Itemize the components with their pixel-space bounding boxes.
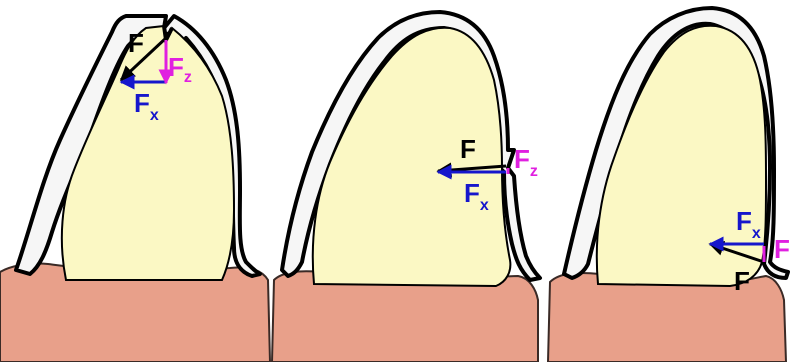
tooth-crown: [597, 26, 766, 286]
label-Fz: Fz: [514, 144, 538, 180]
label-Fz: F: [774, 234, 790, 264]
label-F: F: [460, 134, 476, 164]
label-F: F: [128, 28, 144, 58]
panel-3: Fx F F: [548, 8, 790, 362]
gum: [548, 273, 786, 362]
panel-2: F Fz Fx: [272, 12, 540, 362]
tooth-crown: [313, 28, 511, 286]
label-F: F: [734, 266, 750, 296]
panel-1: F Fz Fx: [0, 16, 270, 362]
